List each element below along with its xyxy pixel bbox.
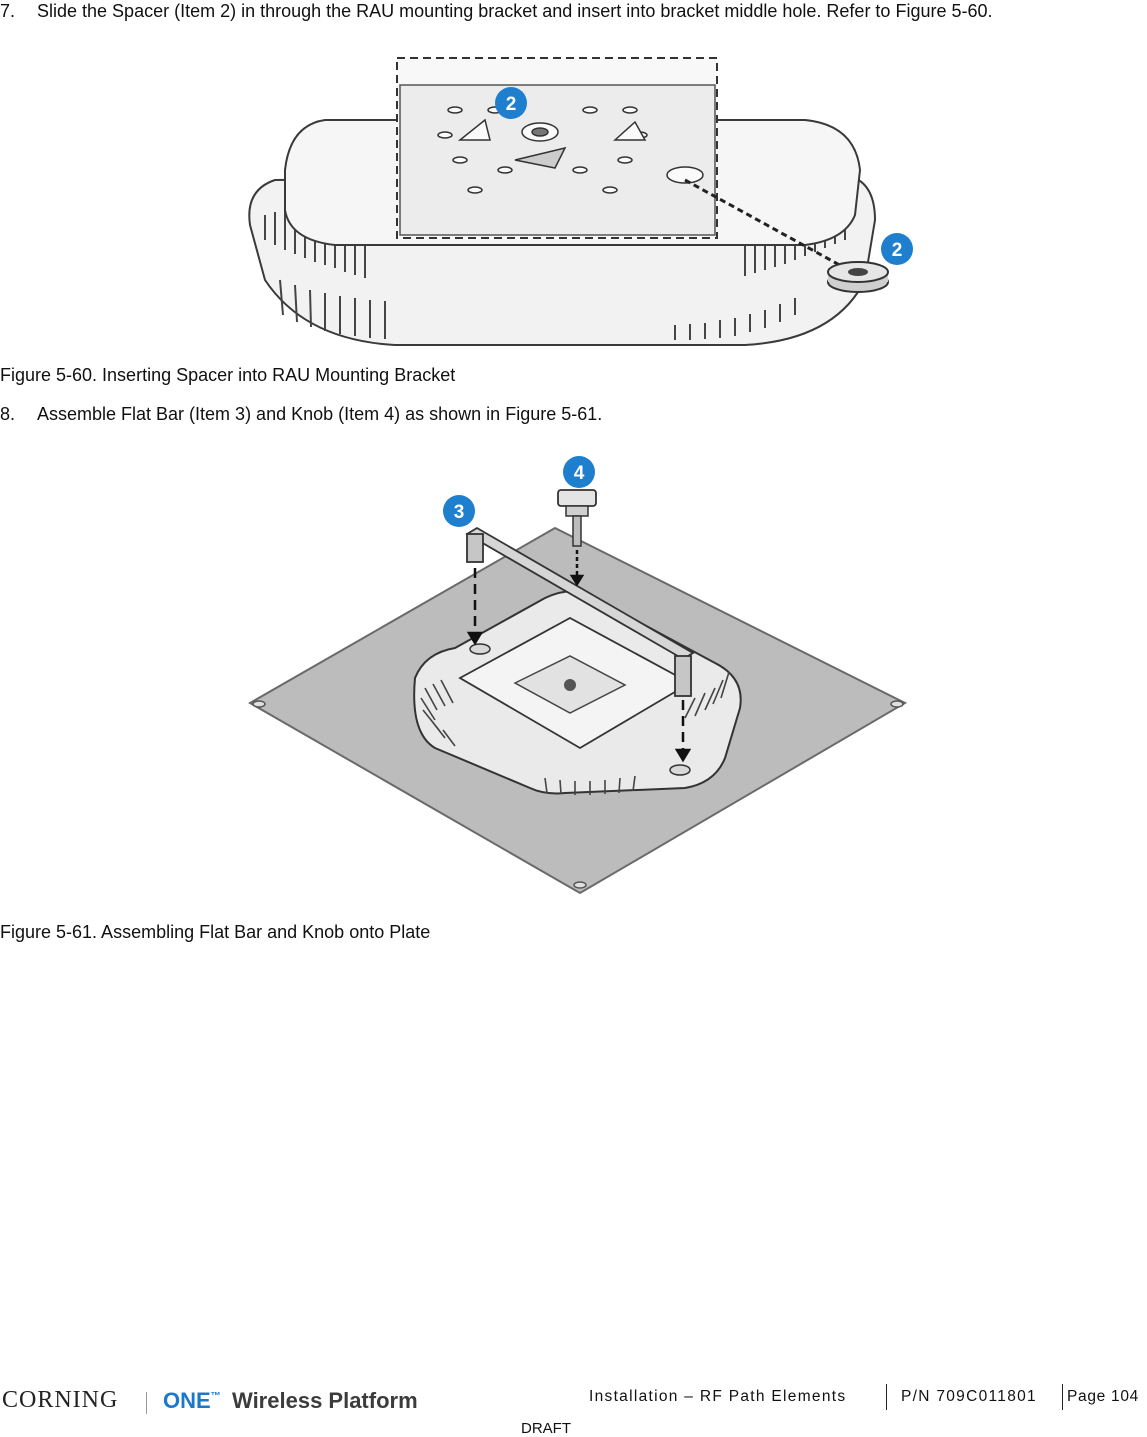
bracket-holes <box>437 106 704 194</box>
step-number: 8. <box>0 404 16 424</box>
flat-bar-item-3 <box>465 526 695 697</box>
wireless-platform-logo: Wireless Platform <box>232 1388 418 1413</box>
svg-text:4: 4 <box>574 463 585 484</box>
step-7: 7. Slide the Spacer (Item 2) in through t… <box>0 0 993 22</box>
plate-feet <box>252 700 904 889</box>
step-text: Assemble Flat Bar (Item 3) and Knob (Ite… <box>37 404 603 424</box>
logo-divider <box>146 1392 147 1414</box>
footer-part-number: P/N 709C011801 <box>901 1388 1037 1405</box>
figure-5-60-caption: Figure 5-60. Inserting Spacer into RAU M… <box>0 365 456 385</box>
svg-text:3: 3 <box>454 502 465 523</box>
callout-2-bracket: 2 <box>495 87 527 119</box>
footer-divider <box>886 1384 887 1410</box>
step-8: 8. Assemble Flat Bar (Item 3) and Knob (I… <box>0 403 602 425</box>
one-logo-text: ONE <box>163 1388 211 1413</box>
one-logo: ONE™ <box>163 1388 221 1414</box>
spacer-leader-line <box>684 178 846 270</box>
svg-text:2: 2 <box>506 94 517 115</box>
figure-5-61-illustration: 3 4 <box>247 456 908 895</box>
footer-page-number: Page 104 <box>1067 1388 1139 1405</box>
figure-5-61-caption: Figure 5-61. Assembling Flat Bar and Kno… <box>0 922 431 942</box>
callout-2-spacer: 2 <box>881 233 913 265</box>
callout-3-flat-bar: 3 <box>443 495 475 527</box>
footer-section-title: Installation – RF Path Elements <box>589 1388 847 1405</box>
step-number: 7. <box>0 1 16 21</box>
svg-text:2: 2 <box>892 240 903 261</box>
corning-logo: CORNING <box>2 1387 119 1413</box>
step-text: Slide the Spacer (Item 2) in through the… <box>37 1 993 21</box>
page-footer: CORNING ONE™ Wireless Platform Installat… <box>0 1384 1147 1424</box>
callout-4-knob: 4 <box>563 456 595 488</box>
rau-fins <box>420 671 730 795</box>
trademark-symbol: ™ <box>210 1391 221 1402</box>
assembly-arrows <box>466 550 692 763</box>
spacer-item-2 <box>827 261 889 293</box>
draft-watermark: DRAFT <box>521 1420 571 1437</box>
footer-divider <box>1062 1384 1063 1410</box>
figure-5-60-illustration: 2 2 <box>248 57 913 346</box>
knob-item-4 <box>557 489 597 547</box>
